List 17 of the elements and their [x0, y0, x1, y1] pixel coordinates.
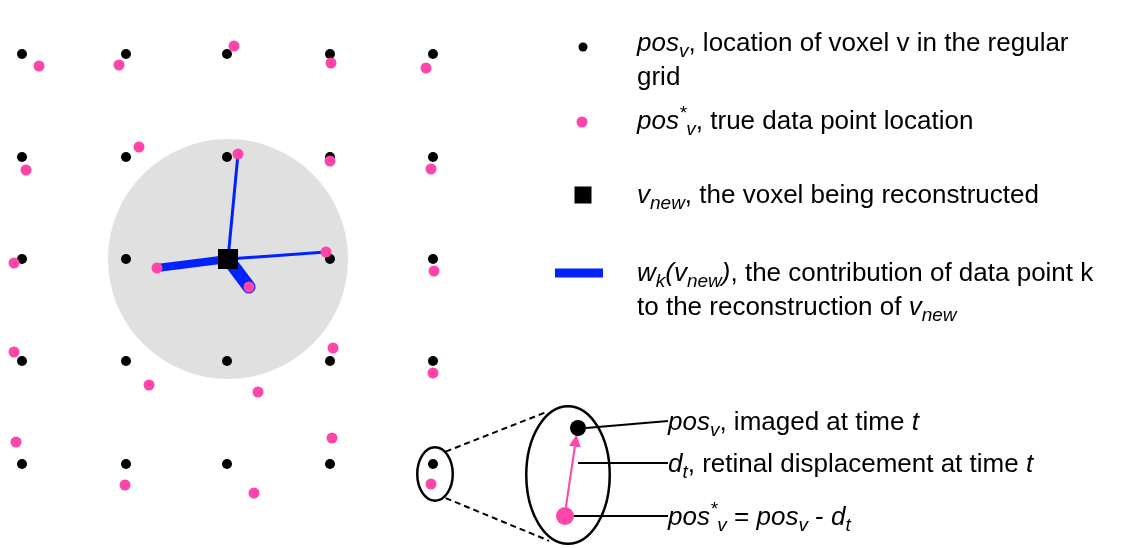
leader-line: [585, 420, 669, 429]
annotation-text: pos$_{v}$, imaged at time t: [668, 404, 919, 438]
legend-text: pos$^{*}$$_{v}$, true data point location: [637, 103, 975, 137]
annotation-text: d$_{t}$, retinal displacement at time t: [668, 446, 1034, 480]
legend-text: v$_{new}$, the voxel being reconstructed: [637, 178, 1040, 211]
dashed-zoom-line: [444, 411, 548, 453]
leader-line: [577, 462, 669, 464]
leader-line: [573, 515, 669, 517]
voxel-dot: [570, 420, 586, 436]
data-point-dot: [556, 507, 574, 525]
magnified-ellipse: [525, 405, 611, 545]
legend-text: pos$_{v}$, location of voxel v in the regular grid: [637, 26, 1070, 93]
legend-text: w$_{k}$(v$_{new}$), the contribution of data point k to the reconstruction of v$_{new}$: [637, 256, 1095, 323]
magnifier-ellipse: [416, 446, 454, 502]
annotation-text: pos$^{*}$$_{v}$ = pos$_{v}$ - d$_{t}$: [668, 499, 851, 533]
arrow: [564, 434, 581, 508]
dashed-zoom-line: [444, 497, 551, 542]
